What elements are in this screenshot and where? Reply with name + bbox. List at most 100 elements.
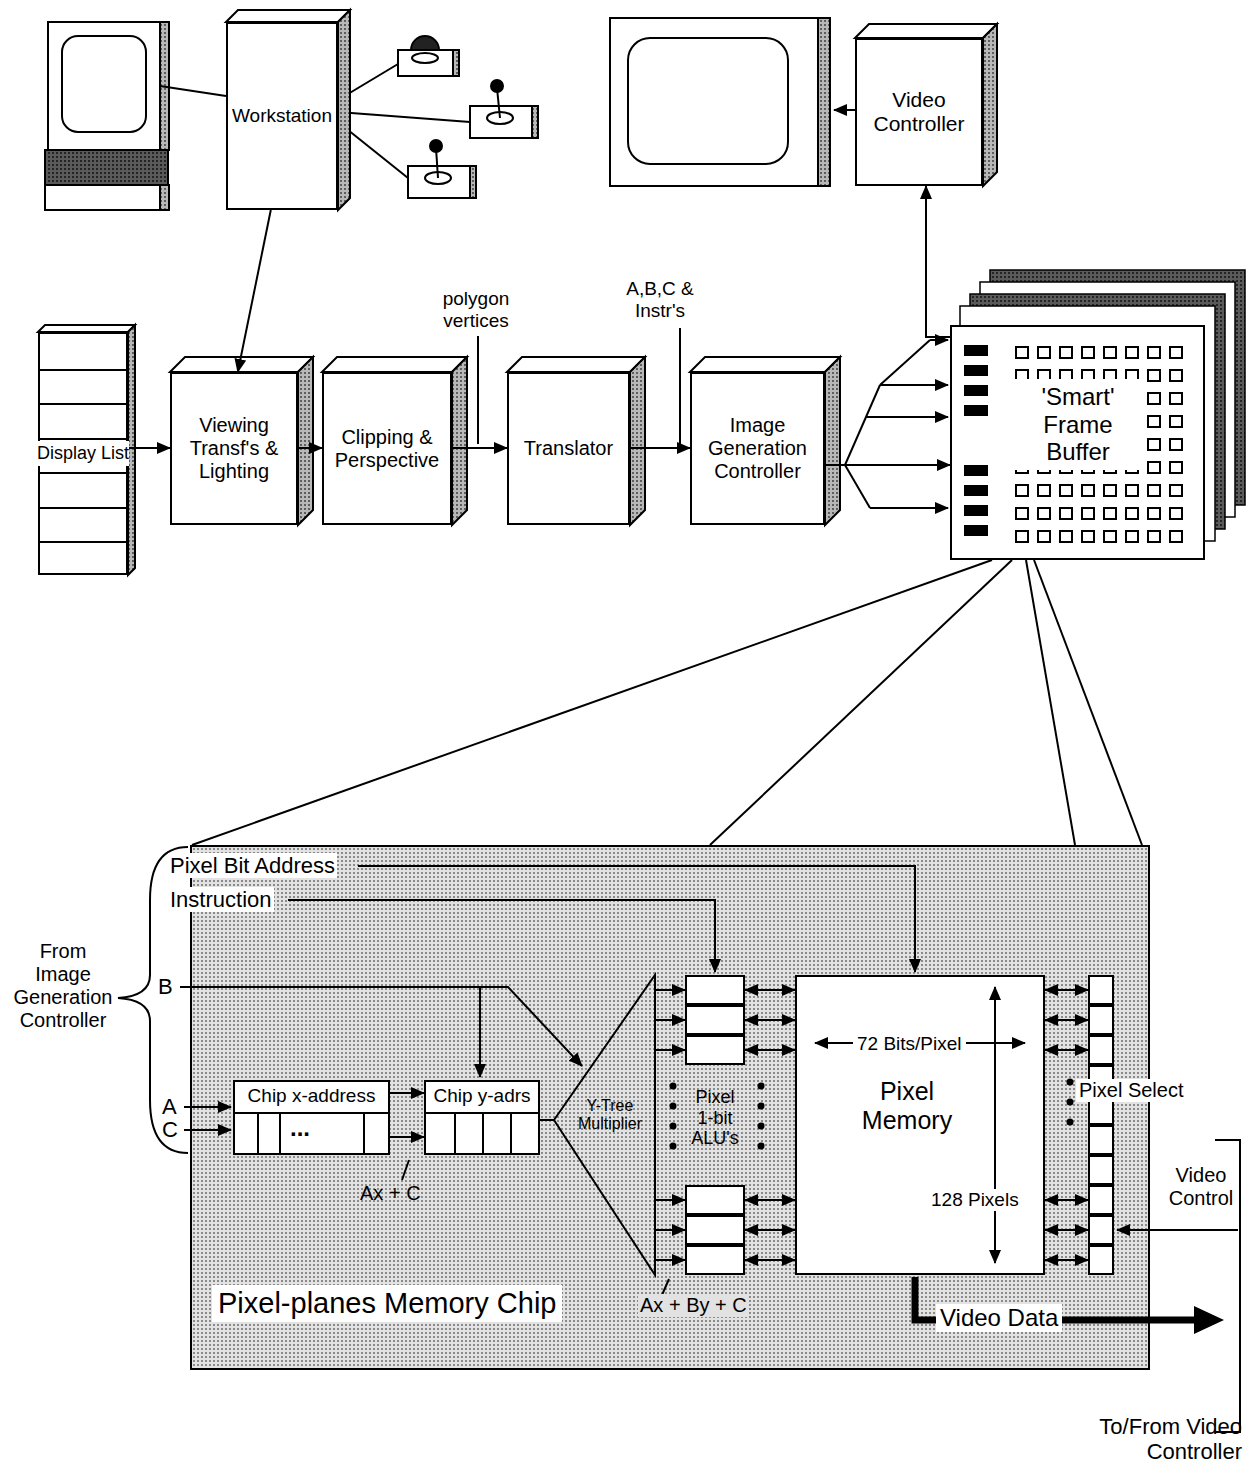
- line-art: [1016, 508, 1028, 519]
- list-cell-line: [40, 541, 126, 543]
- line-art: [1016, 531, 1028, 542]
- select-cell: [1088, 1155, 1114, 1185]
- node-text: Viewing Transf's & Lighting: [176, 414, 292, 483]
- connector: [390, 1136, 424, 1138]
- line-art: [1126, 531, 1138, 542]
- line-art: [1170, 416, 1182, 427]
- right-monitor: [628, 38, 788, 164]
- right-monitor: [834, 109, 855, 111]
- line-art: [964, 485, 988, 496]
- connector: [825, 464, 950, 466]
- left-monitor: [45, 185, 160, 210]
- line-art: [1170, 439, 1182, 450]
- line-art: [1082, 531, 1094, 542]
- line-art: [1170, 393, 1182, 404]
- connector: [745, 1259, 795, 1261]
- line-art: [1194, 1306, 1224, 1334]
- annotation-label: Video Control: [1160, 1164, 1242, 1210]
- line-art: [184, 1129, 231, 1131]
- line-art: [1038, 531, 1050, 542]
- register-cell-line: [482, 1112, 484, 1153]
- box-side-face: [630, 357, 645, 525]
- node-text: Workstation: [232, 105, 332, 127]
- select-cell: [1088, 1245, 1114, 1275]
- box-side-face: [298, 357, 313, 525]
- line-art: [758, 1103, 765, 1110]
- annotation-label: Ax + C: [360, 1182, 421, 1205]
- list-cell-line: [40, 507, 126, 509]
- alu-cell: [685, 975, 745, 1005]
- line-art: [1148, 485, 1160, 496]
- left-monitor: [45, 150, 168, 185]
- zoom-lines: [192, 560, 1142, 845]
- line-art: [1170, 508, 1182, 519]
- box-top-face: [322, 357, 467, 372]
- alu-column: Pixel 1-bit ALU's: [685, 975, 745, 1275]
- frame-buffer: 'Smart' Frame Buffer: [950, 325, 1205, 560]
- connector: [926, 186, 950, 337]
- input-devices: [412, 53, 438, 63]
- line-art: [554, 975, 655, 1275]
- line-art: [758, 1123, 765, 1130]
- edge-label: polygon vertices: [428, 288, 524, 332]
- line-art: [1148, 531, 1160, 542]
- node-text: Clipping & Perspective: [328, 426, 446, 472]
- zoom-lines: [192, 560, 992, 845]
- pixel-memory: 72 Bits/PixelPixel Memory128 Pixels: [795, 975, 1045, 1275]
- line-art: [1148, 439, 1160, 450]
- node-text: Chip y-adrs: [426, 1085, 538, 1107]
- right-monitor: [818, 18, 830, 186]
- annotation-label: ...: [290, 1114, 310, 1142]
- line-art: [1126, 508, 1138, 519]
- input-devices: [491, 80, 503, 92]
- line-art: [1126, 347, 1138, 358]
- input-devices: [398, 36, 538, 198]
- node-text: 'Smart' Frame Buffer: [1014, 379, 1142, 470]
- fan-arrows: [870, 507, 948, 509]
- edge-label: A,B,C & Instr's: [610, 278, 710, 322]
- fan-arrows: [866, 416, 948, 418]
- register-cell-line: [257, 1112, 259, 1153]
- right-monitor: [610, 18, 818, 186]
- connector: [1045, 1019, 1088, 1021]
- line-art: [1060, 485, 1072, 496]
- connector: [655, 1259, 685, 1261]
- node-text: 72 Bits/Pixel: [853, 1033, 966, 1055]
- node-text: Pixel 1-bit ALU's: [685, 1087, 745, 1149]
- box-top-face: [690, 357, 840, 372]
- line-art: [1170, 485, 1182, 496]
- line-art: [479, 987, 481, 1077]
- line-art: [1082, 347, 1094, 358]
- line-art: [1148, 462, 1160, 473]
- line-art: [1016, 347, 1028, 358]
- connector: [390, 1092, 424, 1094]
- line-art: [670, 1143, 677, 1150]
- annotation-label: Instruction: [168, 887, 274, 912]
- fan-arrows: [930, 339, 948, 341]
- left-monitor: [45, 22, 169, 210]
- line-art: [1016, 485, 1028, 496]
- line-art: [964, 525, 988, 536]
- line-art: [758, 1143, 765, 1150]
- connector: [745, 1199, 795, 1201]
- box-side-face: [452, 357, 467, 525]
- node-text: Pixel-planes Memory Chip: [212, 1285, 562, 1322]
- select-cell: [1088, 1185, 1114, 1215]
- line-art: [288, 900, 715, 972]
- display-list-stack: Display List: [38, 332, 128, 575]
- line-art: [670, 1103, 677, 1110]
- line-art: [184, 1106, 231, 1108]
- annotation-label: To/From Video Controller: [1068, 1414, 1242, 1465]
- workstation-wires: [338, 112, 470, 122]
- fan-arrows: [845, 385, 880, 465]
- line-art: [670, 1123, 677, 1130]
- line-art: [662, 1279, 669, 1295]
- workstation-wires: [160, 86, 226, 96]
- annotation-label: B: [158, 974, 173, 999]
- connector: [630, 447, 690, 449]
- line-art: [1104, 531, 1116, 542]
- node-text: Video Controller: [861, 88, 977, 136]
- line-art: [1082, 485, 1094, 496]
- left-monitor: [160, 185, 169, 210]
- left-monitor: [62, 36, 146, 132]
